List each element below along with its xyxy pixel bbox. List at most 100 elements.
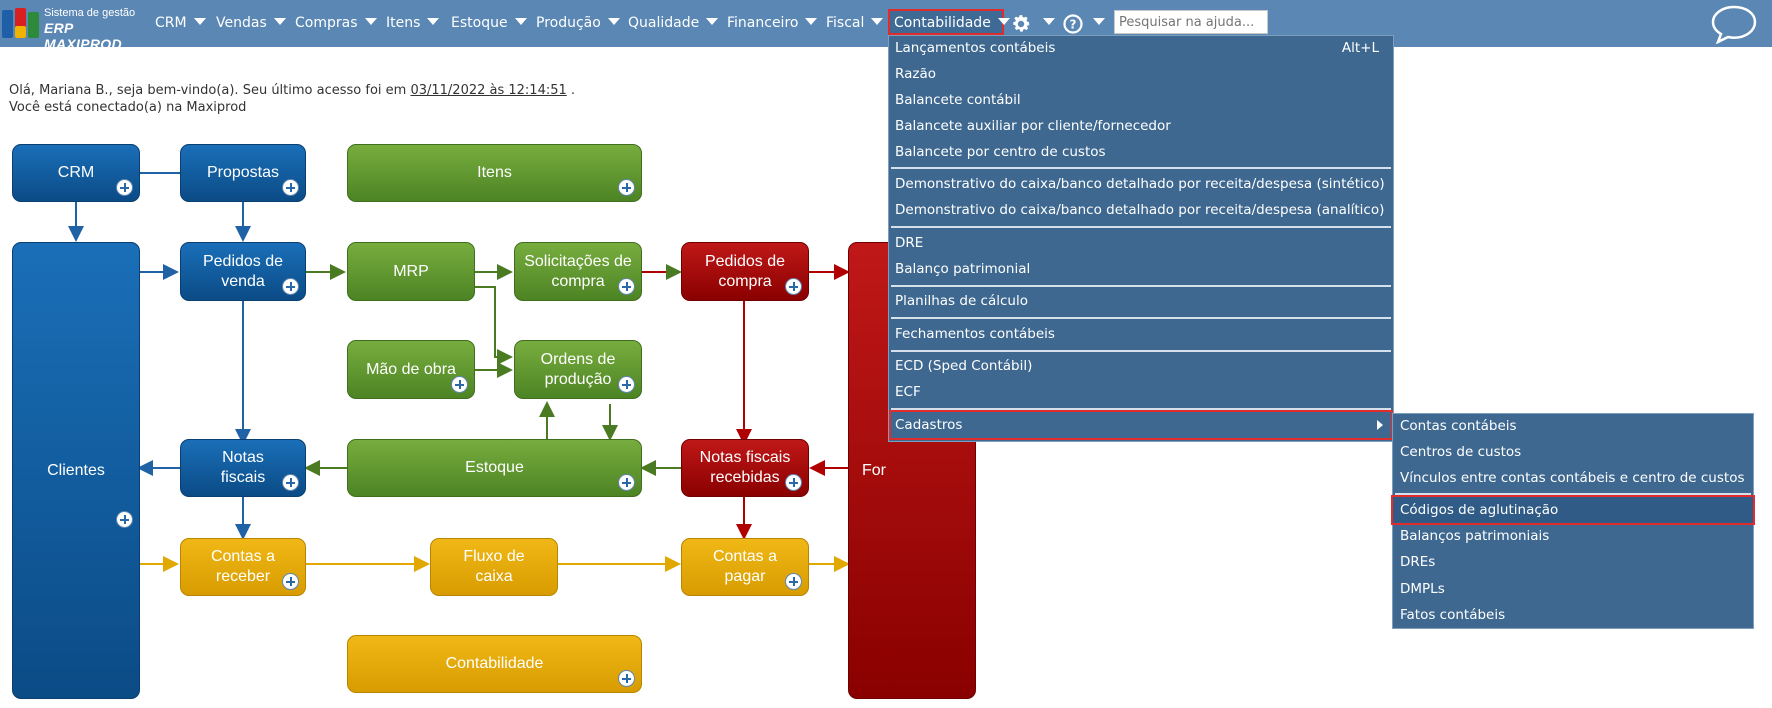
menu-item-ecd[interactable]: ECD (Sped Contábil)	[895, 358, 1033, 374]
flow-crm[interactable]: CRM	[12, 144, 140, 202]
submenu-item-contas-contabeis[interactable]: Contas contábeis	[1400, 418, 1517, 434]
flow-propostas-label: Propostas	[206, 164, 280, 181]
nav-financeiro-label: Financeiro	[727, 15, 799, 31]
nav-compras[interactable]: Compras	[295, 12, 377, 34]
help-icon[interactable]: ?	[1063, 14, 1083, 34]
submenu-item-centros-de-custos[interactable]: Centros de custos	[1400, 444, 1522, 460]
add-icon[interactable]	[785, 278, 802, 295]
gear-icon[interactable]	[1010, 13, 1032, 35]
flow-mao-de-obra[interactable]: Mão de obra	[347, 340, 475, 399]
logo-subtitle: Sistema de gestão	[44, 7, 136, 19]
logo-icon	[2, 8, 39, 38]
add-icon[interactable]	[116, 511, 133, 528]
flow-label-line: Notas	[222, 449, 264, 466]
menu-item-demonstrativo-analitico[interactable]: Demonstrativo do caixa/banco detalhado p…	[895, 202, 1385, 218]
flow-propostas[interactable]: Propostas	[180, 144, 306, 202]
submenu-item-codigos-highlight[interactable]	[1391, 495, 1755, 525]
erp-logo[interactable]: Sistema de gestão ERP MAXIPROD	[2, 5, 141, 52]
menu-item-balancete-centro-custos[interactable]: Balancete por centro de custos	[895, 144, 1106, 160]
nav-estoque[interactable]: Estoque	[451, 12, 527, 34]
add-icon[interactable]	[618, 474, 635, 491]
menu-item-ecf[interactable]: ECF	[895, 384, 921, 400]
nav-contabilidade-label: Contabilidade	[894, 15, 991, 31]
nav-crm[interactable]: CRM	[155, 12, 206, 34]
flow-contabilidade[interactable]: Contabilidade	[347, 635, 642, 693]
menu-item-fechamentos-contabeis[interactable]: Fechamentos contábeis	[895, 326, 1055, 342]
submenu-item-dres[interactable]: DREs	[1400, 554, 1436, 570]
submenu-item-dmpls[interactable]: DMPLs	[1400, 581, 1445, 597]
menu-item-balanco-patrimonial[interactable]: Balanço patrimonial	[895, 261, 1031, 277]
menu-item-planilhas-de-calculo[interactable]: Planilhas de cálculo	[895, 293, 1028, 309]
svg-text:?: ?	[1070, 18, 1077, 32]
menu-separator	[891, 317, 1391, 319]
add-icon[interactable]	[618, 670, 635, 687]
add-icon[interactable]	[618, 179, 635, 196]
add-icon[interactable]	[785, 573, 802, 590]
submenu-item-vinculos[interactable]: Vínculos entre contas contábeis e centro…	[1400, 470, 1745, 486]
flow-label-line: Pedidos de	[202, 252, 284, 270]
add-icon[interactable]	[618, 376, 635, 393]
menu-item-lancamentos-contabeis[interactable]: Lançamentos contábeis	[895, 40, 1056, 56]
menu-item-razao[interactable]: Razão	[895, 66, 936, 82]
nav-contabilidade-label-wrap[interactable]: Contabilidade	[894, 12, 1010, 34]
submenu-item-codigos-de-aglutinacao[interactable]: Códigos de aglutinação	[1400, 502, 1559, 518]
chevron-down-icon	[706, 18, 719, 25]
menu-item-demonstrativo-sintetico[interactable]: Demonstrativo do caixa/banco detalhado p…	[895, 176, 1385, 192]
menu-item-cadastros-highlight[interactable]	[889, 410, 1393, 440]
flow-label-line: Contas a	[210, 548, 276, 565]
chevron-down-icon	[997, 18, 1010, 25]
flow-label-line: caixa	[475, 568, 513, 585]
add-icon[interactable]	[116, 179, 133, 196]
chat-bubble-icon[interactable]	[1710, 4, 1758, 44]
nav-vendas[interactable]: Vendas	[216, 12, 286, 34]
flow-clientes[interactable]: Clientes	[12, 242, 140, 699]
submenu-item-fatos-contabeis[interactable]: Fatos contábeis	[1400, 607, 1506, 623]
nav-itens-label: Itens	[386, 15, 421, 31]
add-icon[interactable]	[282, 278, 299, 295]
flow-itens[interactable]: Itens	[347, 144, 642, 202]
add-icon[interactable]	[282, 179, 299, 196]
add-icon[interactable]	[282, 573, 299, 590]
welcome-text: Olá, Mariana B., seja bem-vindo(a). Seu …	[9, 83, 407, 98]
flow-mrp[interactable]: MRP	[347, 242, 475, 301]
nav-producao[interactable]: Produção	[536, 12, 620, 34]
chevron-down-icon	[871, 18, 884, 25]
chevron-right-icon	[1377, 420, 1383, 430]
last-access-link[interactable]: 03/11/2022 às 12:14:51	[410, 83, 567, 98]
nav-fiscal[interactable]: Fiscal	[826, 12, 884, 34]
chevron-down-icon	[193, 18, 206, 25]
add-icon[interactable]	[282, 474, 299, 491]
nav-itens[interactable]: Itens	[386, 12, 440, 34]
nav-qualidade[interactable]: Qualidade	[628, 12, 719, 34]
shortcut-label: Alt+L	[1341, 40, 1379, 56]
submenu-item-balancos-patrimoniais[interactable]: Balanços patrimoniais	[1400, 528, 1550, 544]
menu-item-dre[interactable]: DRE	[895, 235, 924, 251]
connection-status: Você está conectado(a) na Maxiprod	[9, 100, 247, 115]
chevron-down-icon[interactable]	[1043, 18, 1055, 25]
add-icon[interactable]	[451, 376, 468, 393]
chevron-down-icon	[427, 18, 440, 25]
menu-item-balancete-contabil[interactable]: Balancete contábil	[895, 92, 1021, 108]
cadastros-submenu: Contas contábeis Centros de custos Víncu…	[1391, 413, 1755, 629]
add-icon[interactable]	[785, 474, 802, 491]
flow-label-line: Ordens de	[540, 350, 616, 368]
chevron-down-icon[interactable]	[1093, 18, 1105, 25]
menu-item-cadastros[interactable]: Cadastros	[895, 417, 963, 433]
nav-financeiro[interactable]: Financeiro	[727, 12, 818, 34]
flow-estoque[interactable]: Estoque	[347, 439, 642, 497]
help-search-input[interactable]	[1114, 10, 1268, 34]
menu-item-balancete-auxiliar[interactable]: Balancete auxiliar por cliente/fornecedo…	[895, 118, 1171, 134]
flow-itens-label: Itens	[477, 164, 512, 181]
nav-qualidade-label: Qualidade	[628, 15, 700, 31]
add-icon[interactable]	[618, 278, 635, 295]
flow-connectors	[68, 165, 850, 572]
